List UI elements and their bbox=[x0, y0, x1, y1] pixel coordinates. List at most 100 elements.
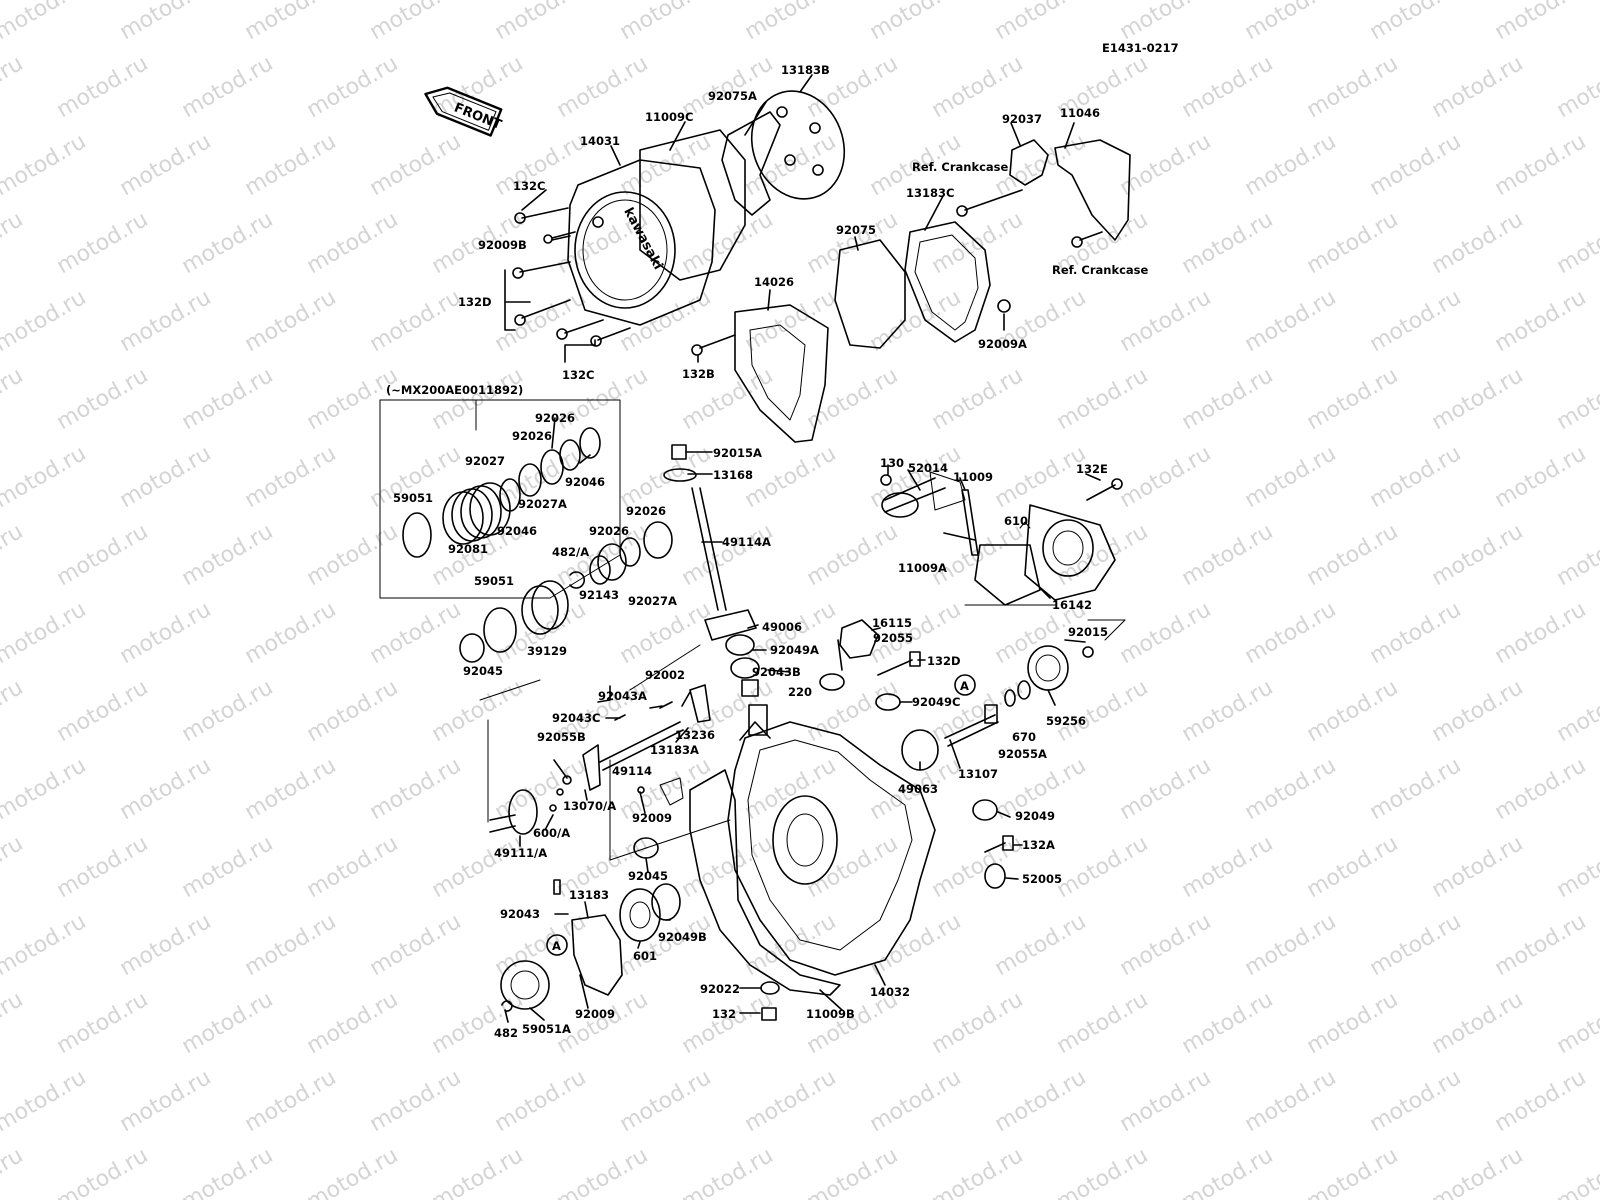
watermark-text: motod.ru bbox=[1303, 675, 1403, 747]
watermark-text: motod.ru bbox=[1553, 987, 1600, 1059]
part-labels: E1431-0217 (~MX200AE0011892) Ref. Crankc… bbox=[386, 41, 1179, 1040]
watermark-text: motod.ru bbox=[178, 519, 278, 591]
watermark-text: motod.ru bbox=[53, 207, 153, 279]
watermark-text: motod.ru bbox=[866, 0, 966, 45]
watermark-text: motod.ru bbox=[741, 285, 841, 357]
label-610: 610 bbox=[1004, 514, 1028, 528]
part-13183-plate bbox=[571, 914, 623, 996]
watermark-text: motod.ru bbox=[1116, 1065, 1216, 1137]
label-92055b: 92055B bbox=[537, 730, 586, 744]
part-49006-drum bbox=[704, 609, 760, 697]
watermark-text: motod.ru bbox=[1428, 675, 1528, 747]
label-16115: 16115 bbox=[872, 616, 912, 630]
label-49111a: 49111/A bbox=[494, 846, 547, 860]
label-92043b: 92043B bbox=[752, 665, 801, 679]
watermark-text: motod.ru bbox=[53, 519, 153, 591]
watermark-text: motod.ru bbox=[0, 1143, 27, 1200]
watermark-text: motod.ru bbox=[1428, 519, 1528, 591]
label-92075a: 92075A bbox=[708, 89, 757, 103]
watermark-text: motod.ru bbox=[1116, 441, 1216, 513]
watermark-text: motod.ru bbox=[241, 285, 341, 357]
label-92046-1: 92046 bbox=[565, 475, 605, 489]
watermark-text: motod.ru bbox=[428, 363, 528, 435]
label-130: 130 bbox=[880, 456, 904, 470]
diagram-code: E1431-0217 bbox=[1102, 41, 1179, 55]
label-92081: 92081 bbox=[448, 542, 488, 556]
part-49114a-shift-shaft bbox=[691, 487, 719, 611]
watermark-text: motod.ru bbox=[241, 597, 341, 669]
label-92026-1: 92026 bbox=[535, 411, 575, 425]
middle-shaft-stack bbox=[459, 521, 673, 663]
label-11009b: 11009B bbox=[806, 1007, 855, 1021]
watermark-text: motod.ru bbox=[0, 1065, 90, 1137]
watermark-text: motod.ru bbox=[1241, 285, 1341, 357]
watermark-text: motod.ru bbox=[1366, 909, 1466, 981]
watermark-text: motod.ru bbox=[1303, 1143, 1403, 1200]
label-670: 670 bbox=[1012, 730, 1036, 744]
watermark-text: motod.ru bbox=[0, 51, 27, 123]
part-92075-gasket bbox=[834, 239, 906, 349]
watermark-text: motod.ru bbox=[241, 753, 341, 825]
part-13168-plate bbox=[663, 468, 697, 482]
watermark-text: motod.ru bbox=[741, 909, 841, 981]
label-92027: 92027 bbox=[465, 454, 505, 468]
watermark-text: motod.ru bbox=[1241, 753, 1341, 825]
watermark-text: motod.ru bbox=[1116, 753, 1216, 825]
label-92046-2: 92046 bbox=[497, 524, 537, 538]
watermark-text: motod.ru bbox=[0, 129, 90, 201]
watermark-text: motod.ru bbox=[1428, 207, 1528, 279]
watermark-text: motod.ru bbox=[1366, 285, 1466, 357]
label-600a: 600/A bbox=[533, 826, 570, 840]
label-92026-3: 92026 bbox=[626, 504, 666, 518]
watermark-text: motod.ru bbox=[116, 129, 216, 201]
watermark-text: motod.ru bbox=[366, 1065, 466, 1137]
watermark-text: motod.ru bbox=[1241, 1065, 1341, 1137]
label-92009-2: 92009 bbox=[575, 1007, 615, 1021]
watermark-text: motod.ru bbox=[928, 363, 1028, 435]
lower-left-parts bbox=[489, 684, 711, 859]
watermark-text: motod.ru bbox=[366, 597, 466, 669]
watermark-text: motod.ru bbox=[1366, 129, 1466, 201]
watermark-text: motod.ru bbox=[803, 51, 903, 123]
part-11046-bracket bbox=[1054, 139, 1131, 241]
label-132a: 132A bbox=[1022, 838, 1055, 852]
label-92015a: 92015A bbox=[713, 446, 762, 460]
watermark-text: motod.ru bbox=[491, 0, 591, 45]
watermark-text: motod.ru bbox=[178, 207, 278, 279]
label-92043: 92043 bbox=[500, 907, 540, 921]
watermark-text: motod.ru bbox=[116, 285, 216, 357]
watermark-text: motod.ru bbox=[1491, 441, 1591, 513]
watermark-text: motod.ru bbox=[1116, 0, 1216, 45]
part-13183b-cover bbox=[750, 90, 846, 200]
watermark-text: motod.ru bbox=[1553, 363, 1600, 435]
upper-shaft-stack bbox=[402, 427, 601, 558]
watermark-text: motod.ru bbox=[53, 363, 153, 435]
watermark-text: motod.ru bbox=[1553, 519, 1600, 591]
watermark-text: motod.ru bbox=[991, 441, 1091, 513]
watermark-text: motod.ru bbox=[116, 597, 216, 669]
label-92009-1: 92009 bbox=[632, 811, 672, 825]
watermark-text: motod.ru bbox=[1491, 1065, 1591, 1137]
label-13183a: 13183A bbox=[650, 743, 699, 757]
label-132d-2: 132D bbox=[927, 654, 961, 668]
watermark-text: motod.ru bbox=[428, 675, 528, 747]
watermark-text: motod.ru bbox=[1303, 207, 1403, 279]
watermark-text: motod.ru bbox=[553, 1143, 653, 1200]
watermark-text: motod.ru bbox=[0, 753, 90, 825]
marker-a-1: A bbox=[960, 679, 969, 693]
circle-a-markers bbox=[546, 674, 976, 956]
watermark-text: motod.ru bbox=[1491, 129, 1591, 201]
label-92043a: 92043A bbox=[598, 689, 647, 703]
watermark-text: motod.ru bbox=[1428, 51, 1528, 123]
label-14032: 14032 bbox=[870, 985, 910, 999]
label-92045-2: 92045 bbox=[628, 869, 668, 883]
watermark-text: motod.ru bbox=[803, 1143, 903, 1200]
watermark-text: motod.ru bbox=[1241, 129, 1341, 201]
part-13107-shaft bbox=[944, 714, 996, 739]
label-11009c: 11009C bbox=[645, 110, 693, 124]
label-39129: 39129 bbox=[527, 644, 567, 658]
label-92009a: 92009A bbox=[978, 337, 1027, 351]
label-92049c: 92049C bbox=[912, 695, 960, 709]
